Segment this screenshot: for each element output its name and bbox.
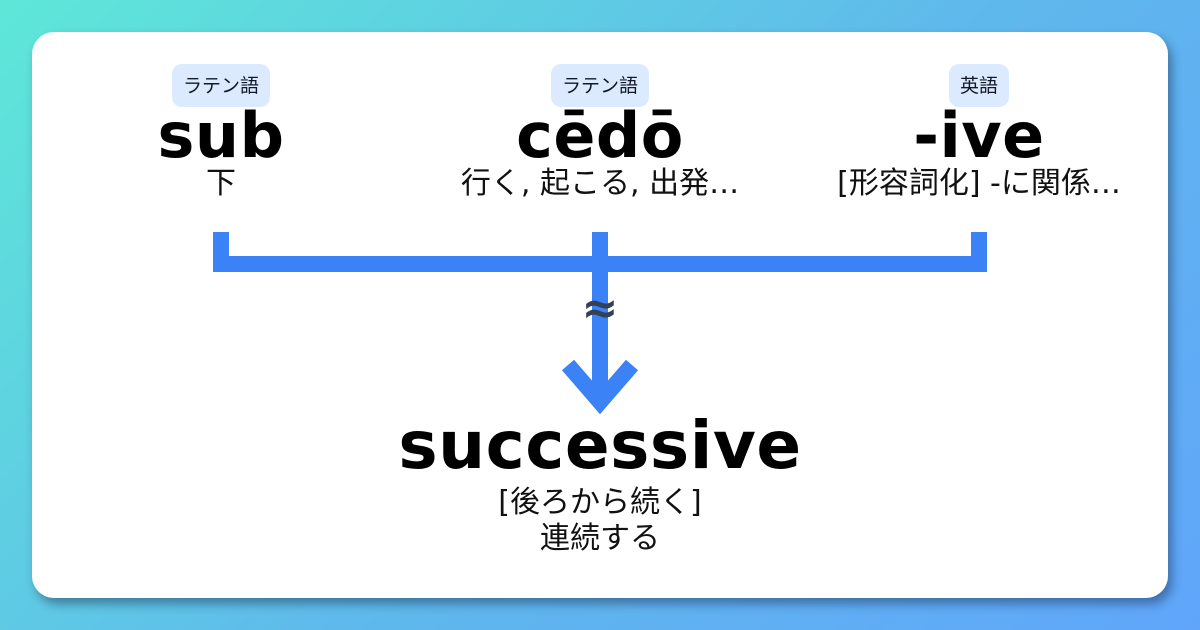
language-badge: ラテン語 (550, 64, 649, 107)
morpheme-sub: ラテン語 sub 下 (41, 64, 401, 201)
language-badge: 英語 (948, 64, 1009, 107)
etymology-card: ラテン語 sub 下 ラテン語 cēdō 行く, 起こる, 出発… 英語 -iv… (32, 32, 1168, 598)
result-word-block: successive [後ろから続く] 連続する (300, 406, 900, 558)
result-literal-meaning: [後ろから続く] (498, 485, 702, 520)
morpheme-word: sub (157, 99, 285, 172)
morpheme-meaning: [形容詞化] -に関係… (837, 166, 1121, 201)
morpheme-ive: 英語 -ive [形容詞化] -に関係… (799, 64, 1159, 201)
morpheme-word: cēdō (516, 99, 684, 172)
result-meaning: 連続する (540, 521, 660, 556)
right-stem (971, 232, 987, 272)
language-badge: ラテン語 (171, 64, 270, 107)
approx-symbol: ≈ (581, 283, 619, 334)
arrow-down-icon (561, 359, 639, 415)
result-word: successive (398, 407, 802, 484)
morpheme-word: -ive (913, 99, 1045, 172)
horizontal-bar (213, 256, 987, 272)
morpheme-meaning: 行く, 起こる, 出発… (460, 166, 740, 201)
left-stem (213, 232, 229, 272)
morpheme-cedo: ラテン語 cēdō 行く, 起こる, 出発… (420, 64, 780, 201)
morpheme-meaning: 下 (206, 166, 236, 201)
